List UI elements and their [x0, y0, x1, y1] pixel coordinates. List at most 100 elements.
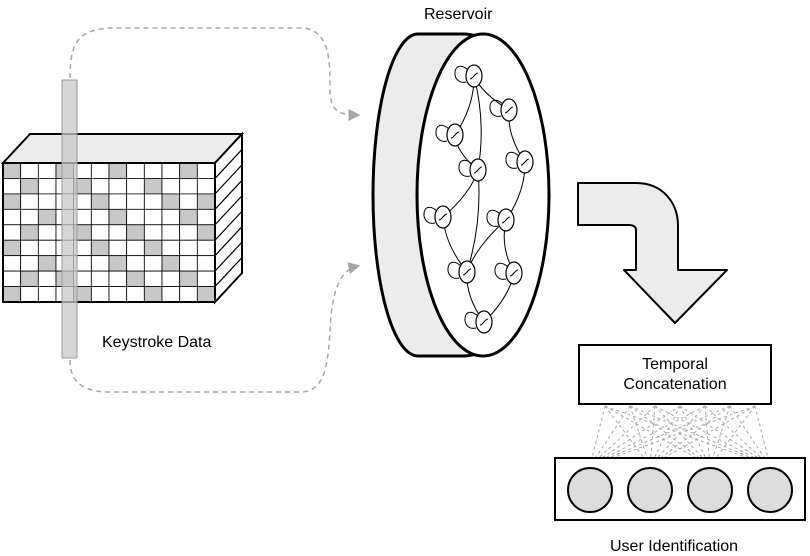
- grid-cell: [143, 208, 163, 226]
- grid-cell: [37, 255, 57, 272]
- grid-cell: [143, 286, 163, 303]
- fc-connection: [654, 405, 771, 467]
- self-loop: [486, 209, 501, 227]
- fc-connection: [604, 405, 651, 467]
- grid-cell: [179, 162, 198, 179]
- grid-cell: [90, 286, 110, 303]
- fc-connection: [679, 405, 771, 467]
- side-stripe: [214, 149, 243, 179]
- grid-cell: [143, 178, 163, 195]
- grid-cell: [37, 208, 57, 226]
- activation-symbol: [473, 166, 483, 174]
- keystroke-grid: [2, 162, 216, 303]
- self-loop: [454, 65, 469, 83]
- grid-cell: [196, 286, 216, 303]
- grid-cell: [143, 193, 163, 210]
- grid-cell: [37, 270, 57, 287]
- reservoir-disk: [371, 32, 551, 358]
- grid-cell: [196, 162, 216, 179]
- activation-symbol: [504, 106, 514, 114]
- grid-cell: [179, 208, 198, 226]
- grid-cell: [179, 255, 198, 272]
- fc-connection: [629, 405, 651, 467]
- self-loop: [505, 151, 520, 169]
- grid-cell: [196, 208, 216, 226]
- grid-cell: [126, 178, 145, 195]
- grid-cell: [143, 270, 163, 287]
- activation-symbol: [479, 318, 489, 326]
- grid-cell: [90, 193, 110, 210]
- grid-cell: [126, 239, 145, 257]
- grid-cell: [179, 239, 198, 257]
- fc-connection: [589, 405, 606, 467]
- grid-cell: [2, 239, 22, 257]
- fc-connection: [649, 405, 731, 467]
- grid-cell: [143, 239, 163, 257]
- grid-cell: [196, 193, 216, 210]
- output-node: [627, 467, 673, 513]
- grid-cell: [108, 239, 128, 257]
- grid-cell: [90, 224, 110, 241]
- fc-connection: [604, 405, 771, 467]
- side-stripe: [214, 179, 243, 210]
- fc-connection: [649, 405, 656, 467]
- grid-cell: [37, 162, 57, 179]
- grid-cell: [2, 178, 22, 195]
- grid-cell: [161, 224, 181, 241]
- fc-connection: [704, 405, 771, 467]
- grid-cell: [161, 162, 181, 179]
- grid-cell: [126, 286, 145, 303]
- grid-cell: [126, 255, 145, 272]
- fully-connected-lines: [589, 405, 771, 467]
- grid-cell: [20, 224, 39, 241]
- fc-connection: [649, 405, 756, 467]
- side-stripe: [214, 210, 243, 241]
- keystroke-data-cube: [0, 131, 245, 305]
- grid-cell: [196, 255, 216, 272]
- grid-cell: [108, 255, 128, 272]
- cube-side-stripes: [214, 149, 243, 287]
- grid-cell: [2, 193, 22, 210]
- activation-symbol: [462, 268, 472, 276]
- side-stripe: [214, 164, 243, 195]
- fc-connection: [629, 405, 711, 467]
- grid-cell: [161, 286, 181, 303]
- fc-connection: [589, 405, 756, 467]
- self-loop: [464, 311, 479, 329]
- grid-cell: [196, 224, 216, 241]
- keystroke-data-label: Keystroke Data: [102, 334, 212, 351]
- reservoir-label: Reservoir: [424, 6, 493, 23]
- grid-cell: [143, 162, 163, 179]
- self-loop: [447, 261, 462, 279]
- cube-top-face: [0, 133, 245, 164]
- grid-cell: [2, 224, 22, 241]
- grid-cell: [2, 270, 22, 287]
- grid-cell: [161, 178, 181, 195]
- upper-dashed-connector: [69, 27, 361, 121]
- self-loop: [423, 206, 438, 224]
- grid-cell: [90, 239, 110, 257]
- output-node: [567, 467, 613, 513]
- time-slice: [61, 79, 78, 359]
- grid-cell: [2, 286, 22, 303]
- output-arrow: [577, 182, 728, 324]
- grid-cell: [37, 239, 57, 257]
- grid-cell: [161, 270, 181, 287]
- grid-cell: [108, 224, 128, 241]
- grid-cell: [20, 255, 39, 272]
- lower-dashed-connector: [69, 262, 361, 393]
- grid-cell: [37, 286, 57, 303]
- grid-cell: [161, 255, 181, 272]
- fc-connection: [589, 405, 681, 467]
- grid-cell: [196, 178, 216, 195]
- grid-cell: [20, 193, 39, 210]
- grid-cell: [179, 286, 198, 303]
- temporal-label-line2: Concatenation: [623, 375, 727, 393]
- activation-symbol: [520, 158, 530, 166]
- grid-cell: [108, 178, 128, 195]
- fc-connection: [589, 405, 656, 467]
- grid-cell: [20, 286, 39, 303]
- grid-cell: [108, 193, 128, 210]
- grid-cell: [90, 178, 110, 195]
